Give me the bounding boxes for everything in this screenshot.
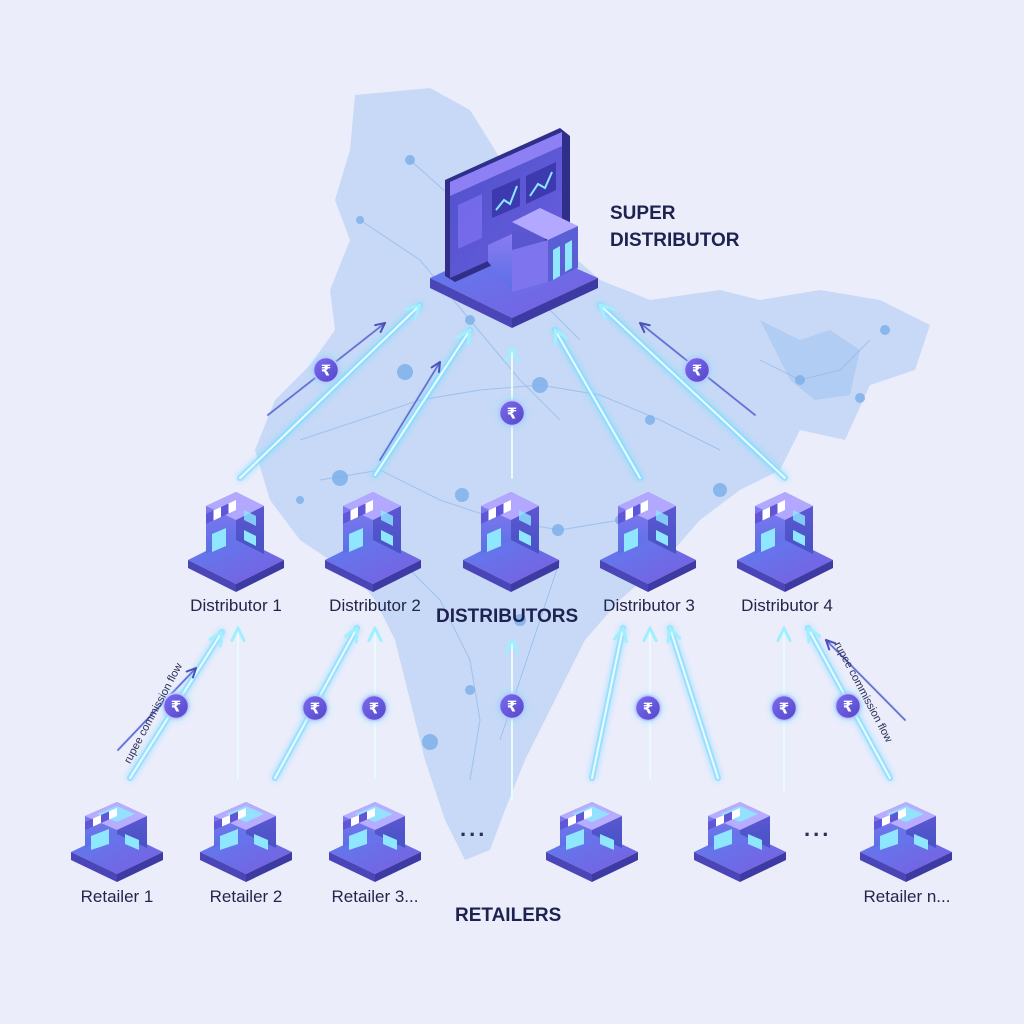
svg-text:₹: ₹: [369, 700, 379, 718]
storefront-icon-retailer-n: [860, 802, 952, 882]
distributor-label-1: Distributor 1: [190, 596, 282, 615]
retailer-ellipsis-1: ...: [460, 816, 488, 841]
flow-arrow-bottom-left: [116, 666, 198, 752]
rupee-coin-icon-8: ₹: [633, 693, 663, 723]
storefront-icon-distributor-2: [325, 492, 421, 592]
rupee-coin-icon-9: ₹: [769, 693, 799, 723]
storefront-icon-retailer-1: [71, 802, 163, 882]
coins-layer: ₹ ₹ ₹ ₹ ₹ ₹ ₹ ₹ ₹ ₹: [161, 355, 863, 723]
retailer-ellipsis-2: ...: [804, 816, 832, 841]
svg-text:₹: ₹: [507, 405, 517, 423]
rupee-coin-icon-7: ₹: [497, 691, 527, 721]
storefront-icon-distributors-center: [463, 492, 559, 592]
super-distributor-title-line1: SUPER: [610, 203, 676, 224]
retailer-label-1: Retailer 1: [80, 887, 154, 906]
dashboard-building-icon: [430, 128, 598, 328]
india-map-icon: [255, 88, 930, 860]
storefront-icon-retailer-5: [694, 802, 786, 882]
retailer-label-2: Retailer 2: [209, 887, 283, 906]
rupee-coin-icon-1: ₹: [311, 355, 341, 385]
distributors-title: DISTRIBUTORS: [436, 606, 579, 627]
nodes-layer: [71, 128, 952, 882]
arrow-r2-d1: [230, 625, 246, 781]
storefront-icon-retailer-2: [200, 802, 292, 882]
svg-text:₹: ₹: [843, 698, 853, 716]
svg-text:₹: ₹: [643, 700, 653, 718]
svg-text:₹: ₹: [779, 700, 789, 718]
rupee-coin-icon-5: ₹: [300, 693, 330, 723]
super-distributor-title: SUPER DISTRIBUTOR: [610, 200, 739, 254]
svg-text:₹: ₹: [692, 362, 702, 380]
storefront-icon-distributor-3: [600, 492, 696, 592]
rupee-coin-icon-4: ₹: [161, 691, 191, 721]
distributor-label-2: Distributor 2: [329, 596, 421, 615]
svg-text:₹: ₹: [171, 698, 181, 716]
rupee-coin-icon-6: ₹: [359, 693, 389, 723]
svg-text:₹: ₹: [321, 362, 331, 380]
arrow-r5-d3: [666, 625, 721, 781]
flow-arrow-bottom-right: [824, 638, 907, 722]
storefront-icon-retailer-4: [546, 802, 638, 882]
retailer-label-n: Retailer n...: [863, 887, 951, 906]
flow-arrow-left-mid: [378, 360, 442, 462]
arrow-d2-super: [372, 327, 473, 478]
retailers-title: RETAILERS: [455, 905, 562, 926]
storefront-icon-distributor-1: [188, 492, 284, 592]
arrow-r4-d3a: [589, 625, 628, 781]
arrow-d4-super: [552, 327, 643, 481]
rupee-coin-icon-10: ₹: [833, 691, 863, 721]
svg-text:₹: ₹: [310, 700, 320, 718]
arrows-layer: [116, 302, 907, 803]
distributor-label-3: Distributor 3: [603, 596, 695, 615]
arrow-d5-super: [597, 302, 788, 481]
arrow-d1-super: [237, 302, 423, 481]
storefront-icon-retailer-3: [329, 802, 421, 882]
super-distributor-title-line2: DISTRIBUTOR: [610, 230, 740, 251]
rupee-coin-icon-2: ₹: [497, 398, 527, 428]
rupee-coin-icon-3: ₹: [682, 355, 712, 385]
retailer-label-3: Retailer 3...: [331, 887, 419, 906]
storefront-icon-distributor-4: [737, 492, 833, 592]
distributor-label-4: Distributor 4: [741, 596, 833, 615]
svg-text:₹: ₹: [507, 698, 517, 716]
